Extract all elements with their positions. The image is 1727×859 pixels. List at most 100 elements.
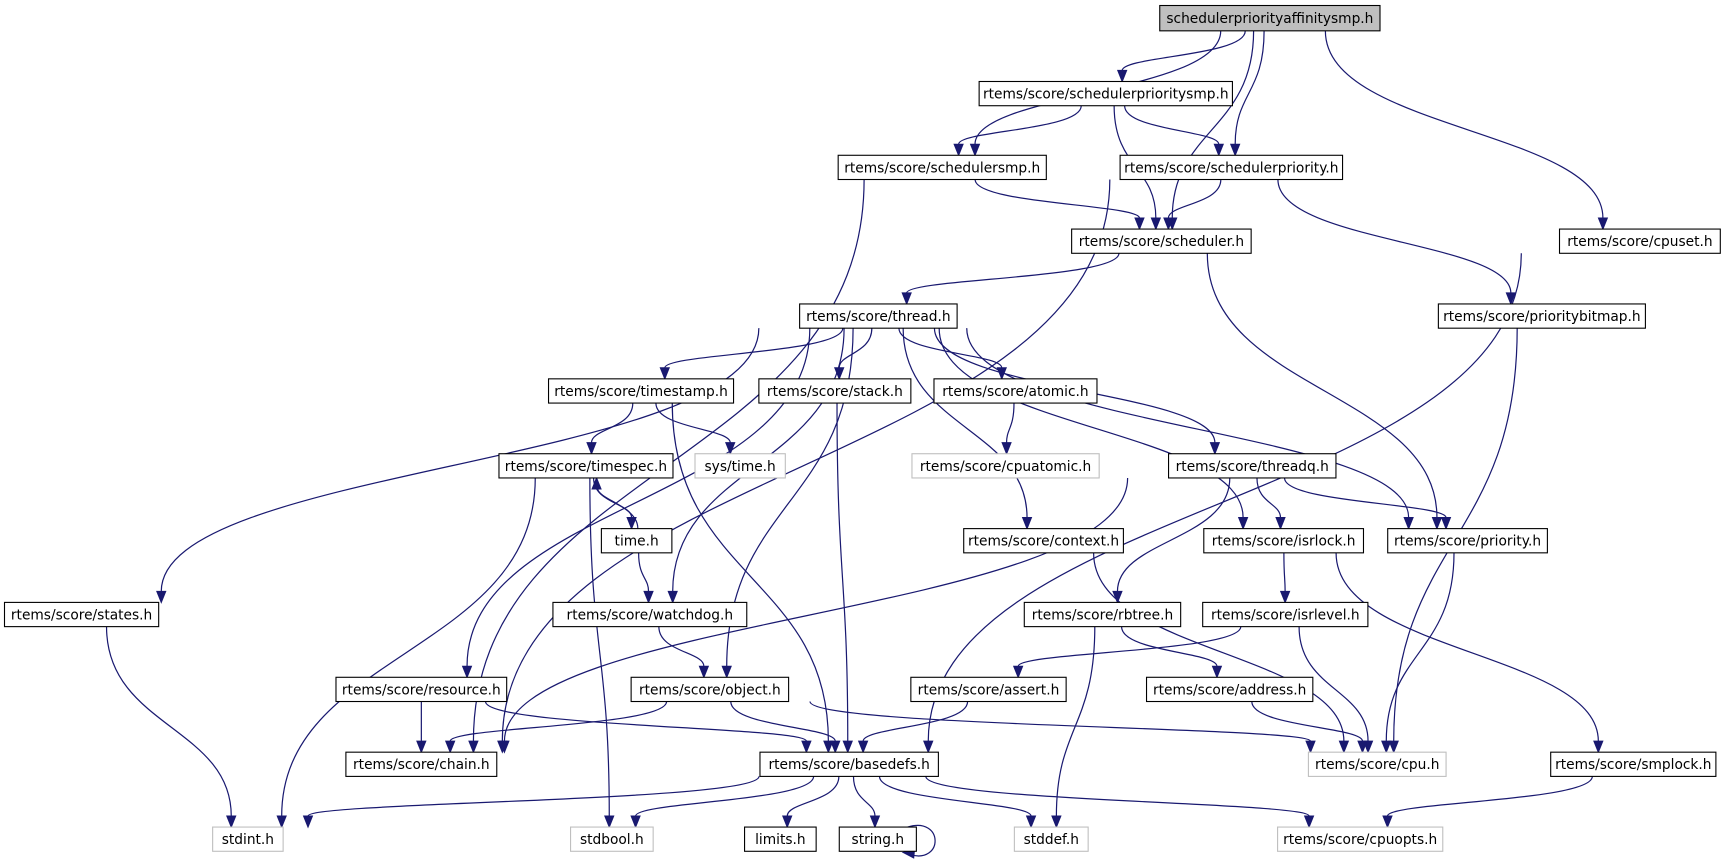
node-label: rtems/score/address.h	[1153, 682, 1306, 698]
arrowhead-icon	[857, 740, 869, 754]
arrowhead-icon	[869, 815, 881, 829]
edge-line	[1283, 552, 1286, 592]
arrowhead-icon	[1134, 217, 1145, 231]
node-stdint[interactable]: stdint.h	[212, 826, 284, 852]
node-box	[799, 303, 958, 329]
edge-line	[786, 776, 840, 817]
edge-watchdog-to-object	[658, 626, 710, 679]
node-cpuset[interactable]: rtems/score/cpuset.h	[1558, 228, 1721, 254]
node-states[interactable]: rtems/score/states.h	[3, 601, 160, 628]
node-basedefs[interactable]: rtems/score/basedefs.h	[759, 751, 939, 777]
node-timeh[interactable]: time.h	[600, 528, 673, 554]
arrowhead-icon	[1001, 442, 1012, 456]
edge-timestamp-to-basedefs	[671, 403, 834, 754]
node-smplock[interactable]: rtems/score/smplock.h	[1550, 751, 1717, 777]
arrowhead-icon	[1275, 517, 1286, 531]
node-object[interactable]: rtems/score/object.h	[630, 676, 790, 703]
node-string[interactable]: string.h	[838, 826, 917, 852]
edge-root-to-cpuset	[1324, 30, 1609, 231]
node-cpuopts[interactable]: rtems/score/cpuopts.h	[1277, 826, 1444, 852]
edge-address-to-cpu	[1251, 701, 1368, 754]
node-atomic[interactable]: rtems/score/atomic.h	[933, 378, 1098, 404]
node-label: rtems/score/resource.h	[342, 682, 501, 698]
node-box	[744, 826, 817, 852]
arrowhead-icon	[830, 740, 841, 754]
arrowhead-icon	[1440, 517, 1452, 531]
edge-threadq-to-rbtree	[1112, 477, 1231, 604]
edge-line	[307, 775, 760, 817]
arrowhead-icon	[1012, 665, 1024, 679]
node-label: rtems/score/priority.h	[1394, 534, 1541, 550]
node-stack[interactable]: rtems/score/stack.h	[758, 378, 912, 404]
edge-thread-to-context	[902, 328, 1033, 531]
arrowhead-icon	[842, 740, 853, 754]
edge-line	[907, 824, 936, 857]
edge-basedefs-to-limits	[782, 776, 840, 829]
arrowhead-icon	[1163, 217, 1174, 231]
edge-threadq-to-priority	[1283, 477, 1452, 531]
node-label: rtems/score/chain.h	[353, 757, 490, 773]
node-limits[interactable]: limits.h	[744, 826, 817, 852]
edge-basedefs-to-stdbool	[630, 776, 815, 829]
node-cpu[interactable]: rtems/score/cpu.h	[1307, 751, 1447, 777]
edge-line	[1277, 179, 1512, 293]
edge-states-to-stdint	[105, 626, 237, 829]
edge-line	[1385, 552, 1455, 742]
node-isrlevel[interactable]: rtems/score/isrlevel.h	[1202, 601, 1369, 628]
node-stddef[interactable]: stddef.h	[1013, 826, 1089, 852]
edge-line	[1121, 30, 1246, 71]
arrowhead-icon	[302, 815, 314, 829]
node-root[interactable]: schedulerpriorityaffinitysmp.h	[1159, 4, 1381, 32]
edge-timestamp-to-timespec	[586, 403, 634, 456]
edge-line	[105, 626, 232, 817]
edge-line	[957, 105, 1082, 145]
node-box	[1277, 826, 1444, 852]
node-box	[911, 453, 1100, 479]
node-resource[interactable]: rtems/score/resource.h	[335, 676, 508, 703]
edge-root-to-schedprismp	[1116, 30, 1246, 83]
node-assert[interactable]: rtems/score/assert.h	[910, 676, 1067, 703]
node-label: rtems/score/schedulerpriority.h	[1124, 160, 1338, 176]
node-isrlock[interactable]: rtems/score/isrlock.h	[1203, 528, 1365, 554]
node-timestamp[interactable]: rtems/score/timestamp.h	[547, 378, 735, 404]
edge-priority-to-cpu	[1381, 552, 1455, 754]
node-systime[interactable]: sys/time.h	[694, 453, 786, 479]
edge-line	[590, 403, 634, 443]
node-address[interactable]: rtems/score/address.h	[1145, 676, 1314, 703]
node-label: rtems/score/prioritybitmap.h	[1443, 309, 1640, 325]
node-stdbool[interactable]: stdbool.h	[570, 826, 654, 852]
arrowhead-icon	[1025, 815, 1037, 829]
node-box	[838, 826, 917, 852]
node-schedsmp[interactable]: rtems/score/schedulersmp.h	[837, 154, 1047, 181]
node-thread[interactable]: rtems/score/thread.h	[799, 303, 958, 329]
arrowhead-icon	[1150, 217, 1162, 231]
edge-timeh-to-timespec	[591, 476, 639, 529]
node-sched[interactable]: rtems/score/scheduler.h	[1071, 228, 1252, 254]
node-label: stddef.h	[1024, 832, 1079, 848]
edge-timespec-to-stdint	[276, 477, 536, 829]
node-context[interactable]: rtems/score/context.h	[963, 528, 1124, 554]
edge-assert-to-basedefs	[857, 701, 969, 754]
node-box	[963, 528, 1124, 554]
node-watchdog[interactable]: rtems/score/watchdog.h	[552, 601, 748, 628]
node-pribitmap[interactable]: rtems/score/prioritybitmap.h	[1437, 303, 1646, 329]
node-cpuatomic[interactable]: rtems/score/cpuatomic.h	[911, 453, 1100, 479]
arrowhead-icon	[1303, 815, 1315, 829]
node-schedprismp[interactable]: rtems/score/schedulerprioritysmp.h	[978, 80, 1233, 107]
node-box	[335, 676, 508, 703]
node-threadq[interactable]: rtems/score/threadq.h	[1168, 453, 1337, 479]
edge-line	[589, 477, 610, 817]
node-priority[interactable]: rtems/score/priority.h	[1387, 528, 1548, 554]
node-label: rtems/score/cpu.h	[1315, 757, 1439, 773]
arrowhead-icon	[698, 665, 710, 679]
edge-line	[852, 776, 876, 817]
node-label: sys/time.h	[705, 459, 776, 475]
edge-basedefs-to-stdint	[302, 775, 760, 829]
node-rbtree[interactable]: rtems/score/rbtree.h	[1023, 601, 1182, 628]
edge-basedefs-to-stddef	[878, 776, 1037, 829]
node-timespec[interactable]: rtems/score/timespec.h	[498, 453, 674, 479]
edge-line	[966, 328, 1410, 518]
edge-line	[1256, 477, 1282, 518]
node-schedpri[interactable]: rtems/score/schedulerpriority.h	[1119, 154, 1344, 181]
node-chain[interactable]: rtems/score/chain.h	[345, 751, 498, 777]
